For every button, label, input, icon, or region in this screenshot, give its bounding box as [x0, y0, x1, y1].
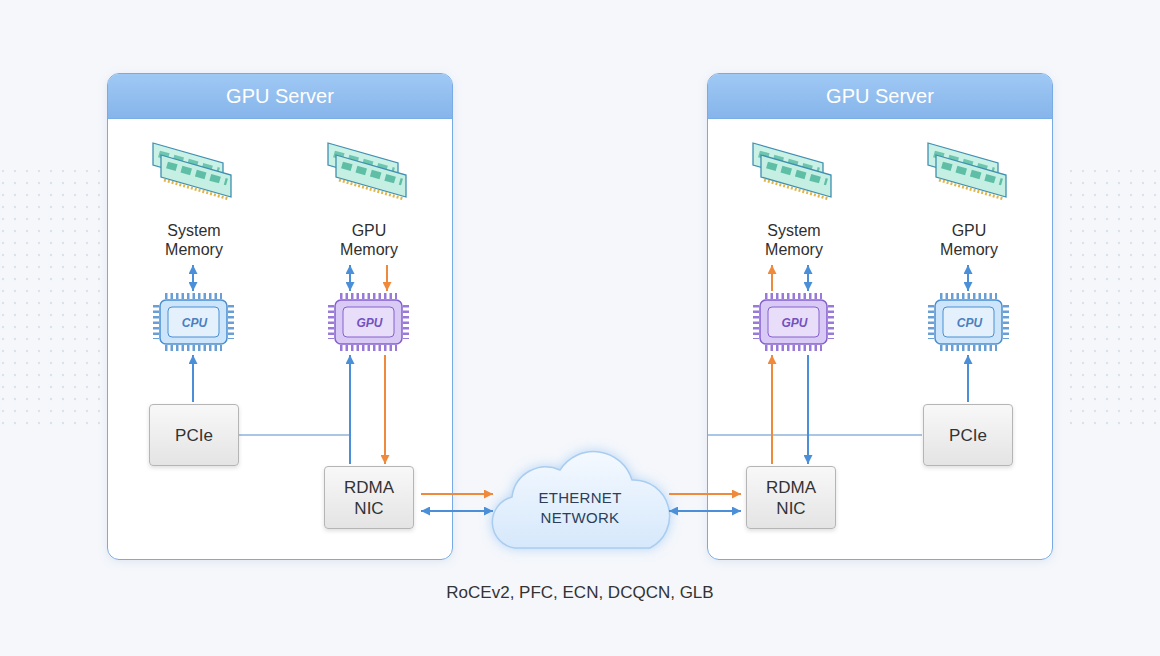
memory-icon [153, 143, 231, 199]
gpu-chip [756, 296, 831, 348]
data-path-arrow [967, 355, 969, 402]
memory-module: GPU Memory [319, 136, 419, 263]
pcie-box: PCIe [149, 404, 239, 466]
gpu-chip: GPU [326, 293, 413, 353]
cpu-chip-label: CPU [957, 316, 982, 330]
memory-module: GPU Memory [919, 136, 1019, 263]
nic-box: RDMA NIC [746, 466, 836, 529]
nic-box: RDMA NIC [324, 466, 414, 529]
data-path-arrow [349, 265, 351, 291]
memory-module: System Memory [744, 136, 844, 263]
memory-icon [328, 143, 406, 199]
server-panel-label: GPU Server [708, 74, 1052, 119]
cpu-chip [156, 296, 231, 348]
server-panel [107, 73, 453, 560]
gpu-chip-label: GPU [356, 316, 382, 330]
server-panel: GPU ServerSystem Memory GPU MemoryGPU CPU P… [707, 73, 1053, 560]
network-cloud-label: ETHERNET NETWORK [528, 488, 632, 528]
memory-icon [928, 143, 1006, 199]
data-path-arrow [421, 510, 493, 512]
data-path-arrow [384, 355, 386, 464]
memory-module: System Memory [144, 136, 244, 263]
data-path-arrow [967, 265, 969, 291]
data-path-arrow [807, 355, 809, 464]
cpu-chip: CPU [151, 293, 238, 353]
protocol-caption: RoCEv2, PFC, ECN, DCQCN, GLB [0, 583, 1160, 603]
memory-module-label: System Memory [152, 221, 236, 259]
gpu-chip: GPU [751, 293, 838, 353]
data-path-arrow [192, 355, 194, 402]
cpu-chip-label: CPU [182, 316, 207, 330]
memory-icon [753, 143, 831, 199]
pcie-box: PCIe [923, 404, 1013, 466]
data-path-arrow [386, 265, 388, 291]
cpu-chip: CPU [926, 293, 1013, 353]
gpu-chip [331, 296, 406, 348]
data-path-arrow [669, 493, 741, 495]
pcie-box-label: PCIe [175, 425, 213, 446]
cpu-chip [931, 296, 1006, 348]
memory-module-label: GPU Memory [927, 221, 1011, 259]
memory-module-label: System Memory [752, 221, 836, 259]
data-path-arrow [192, 265, 194, 291]
pcie-wire [238, 434, 350, 436]
server-panel [707, 73, 1053, 560]
data-path-arrow [771, 265, 773, 291]
memory-module-label: GPU Memory [327, 221, 411, 259]
data-path-arrow [771, 355, 773, 464]
gpu-chip-label: GPU [781, 316, 807, 330]
nic-box-label: RDMA NIC [337, 477, 401, 519]
dot-texture [1064, 170, 1160, 430]
nic-box-label: RDMA NIC [759, 477, 823, 519]
data-path-arrow [669, 510, 741, 512]
data-path-arrow [807, 265, 809, 291]
dot-texture [0, 170, 100, 430]
network-cloud: ETHERNET NETWORK [498, 462, 662, 554]
data-path-arrow [349, 355, 351, 464]
pcie-box-label: PCIe [949, 425, 987, 446]
pcie-wire [708, 434, 922, 436]
cloud-shape [492, 452, 669, 548]
data-path-arrow [421, 493, 493, 495]
server-panel: GPU ServerSystem Memory GPU MemoryCPU GPU P… [107, 73, 453, 560]
server-panel-label: GPU Server [108, 74, 452, 119]
